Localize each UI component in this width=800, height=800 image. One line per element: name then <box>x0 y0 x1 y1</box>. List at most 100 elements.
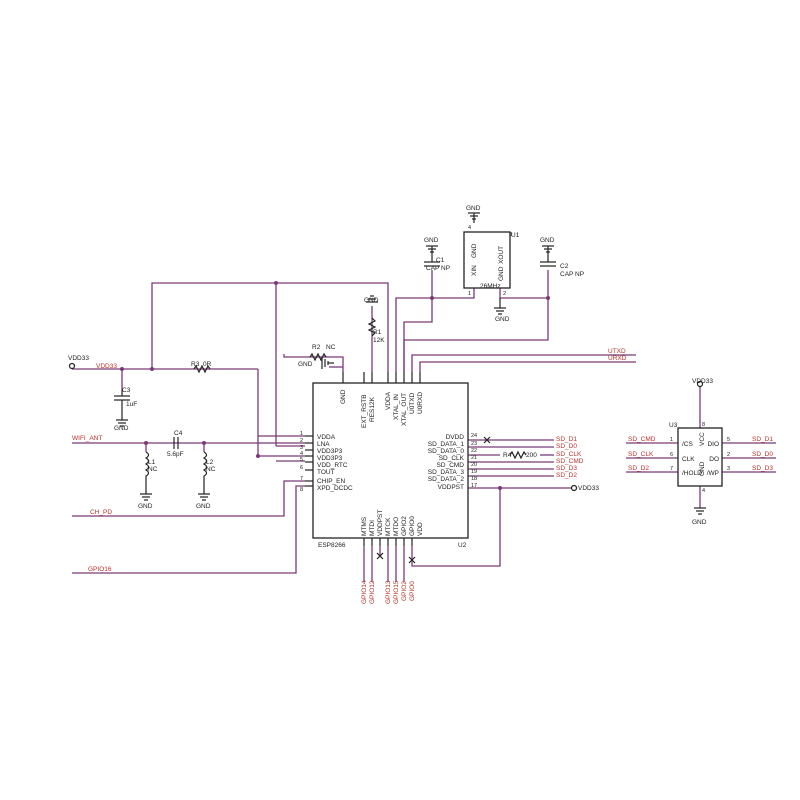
r3-ref: R3 <box>191 361 200 368</box>
r1-val: 12K <box>373 337 385 344</box>
component-labels: C1 CAP NP C2 CAP NP C3 1uF C4 5.6pF L1 N… <box>122 257 584 473</box>
u1-pin-xout: XOUT <box>498 246 505 264</box>
r4-val: 200 <box>526 452 537 459</box>
u3-pinnum-3: 3 <box>727 466 730 472</box>
net-sd-d3: SD_D3 <box>556 465 577 472</box>
capacitor-c1 <box>424 258 440 267</box>
vdd33-label-u3: VDD33 <box>692 378 713 385</box>
u2-pin-vdda-top: VDDA <box>385 391 392 410</box>
u2-pinnum-2: 2 <box>300 438 303 444</box>
capacitor-c3 <box>114 390 130 412</box>
u2-pin-sd-data-0: SD_DATA_0 <box>428 448 465 455</box>
u3-pinnum-5: 5 <box>727 437 730 443</box>
u1-pinnum-2: 2 <box>503 291 506 297</box>
c4-ref: C4 <box>174 430 183 437</box>
c1-ref: C1 <box>436 257 445 264</box>
net-sd-cmd: SD_CMD <box>556 458 584 465</box>
u2-pin-gpio2: GPIO2 <box>401 516 408 536</box>
u2-pin-vddpst-b: VDDPST <box>377 510 384 536</box>
u1-pin-gnd: GND <box>471 243 478 258</box>
net-sd-clk: SD_CLK <box>556 451 582 458</box>
u2-pinnum-20: 20 <box>471 462 477 468</box>
net-wifi-ant: WIFI_ANT <box>72 435 102 442</box>
c2-ref: C2 <box>560 263 569 270</box>
u2-pinnum-1: 1 <box>300 431 303 437</box>
wires <box>72 270 776 582</box>
net-gpio13: GPIO13 <box>385 580 392 604</box>
u2-pin-ext-rstb: EXT_RSTB <box>361 394 368 428</box>
u2-pin-vdd3p3-b: VDD3P3 <box>317 455 343 462</box>
r2-val: NC <box>326 344 336 351</box>
u2-pin-xpd-dcdc: XPD_DCDC <box>317 485 353 492</box>
net-utxd: UTXD <box>608 348 626 355</box>
u2-pin-lna: LNA <box>317 441 330 448</box>
u1-ref: U1 <box>511 232 520 239</box>
u2-pin-res12k: RES12K <box>369 396 376 422</box>
u2-pinnum-7: 7 <box>300 476 303 482</box>
r1-ref: R1 <box>373 329 382 336</box>
net-labels: WIFI_ANT CH_PD GPIO16 UTXD URXD SD_D1 SD… <box>72 348 773 604</box>
u2-pin-sd-data-3: SD_DATA_3 <box>428 469 465 476</box>
u2-pinnum-6: 6 <box>300 465 303 471</box>
u2-pinnum-4: 4 <box>300 451 303 457</box>
u2-pin-sd-data-1: SD_DATA_1 <box>428 441 465 448</box>
no-connect-marks <box>376 436 491 564</box>
u1-freq: 26MHz <box>480 283 501 290</box>
resistor-r1 <box>367 317 377 337</box>
flash-chip-u3 <box>677 427 723 487</box>
net-ch-pd: CH_PD <box>90 509 112 516</box>
gnd-label-r2: GND <box>298 361 313 368</box>
gnd-label-l2: GND <box>196 503 211 510</box>
u2-pin-gnd: GND <box>340 389 347 404</box>
u3-pin-wp: /WP <box>707 470 719 477</box>
u2-labels: ESP8266 U2 VDDA LNA VDD3P3 VDD3P3 VDD_RT… <box>300 389 477 549</box>
u1-pin-xin: XIN <box>471 265 478 276</box>
u3-pin-gnd: GND <box>699 461 706 476</box>
r4-ref: R4 <box>503 452 512 459</box>
u2-pinnum-5: 5 <box>300 457 303 463</box>
u2-pin-vddpst: VDDPST <box>438 484 464 491</box>
net-sd-d2: SD_D2 <box>556 472 577 479</box>
resistor-r2 <box>309 352 327 362</box>
u2-pinnum-18: 18 <box>471 476 477 482</box>
gnd-label-u3: GND <box>692 519 707 526</box>
u1-pinnum-1: 1 <box>468 291 471 297</box>
u2-pin-vdd-rtc: VDD_RTC <box>317 462 348 469</box>
u2-pin-u0rxd: U0RXD <box>417 392 424 414</box>
u2-pinnum-21: 21 <box>471 455 477 461</box>
net-gpio16: GPIO16 <box>88 566 112 573</box>
net-sd-d0: SD_D0 <box>556 443 577 450</box>
u1-labels: U1 26MHz XIN GND GND XOUT 1 2 3 4 <box>468 225 520 297</box>
u2-pinnum-3: 3 <box>300 445 303 451</box>
net-gpio14: GPIO14 <box>361 580 368 604</box>
u2-pin-mtdi: MTDI <box>369 520 376 536</box>
u2-pin-xtal-in: XTAL_IN <box>393 394 400 420</box>
crystal-u1 <box>463 231 511 289</box>
junction-dots <box>120 281 550 490</box>
l1-ref: L1 <box>148 459 156 466</box>
u3-pin-hold: /HOLD <box>682 470 702 477</box>
net-u3-sd-clk: SD_CLK <box>628 451 654 458</box>
u2-pin-sd-clk: SD_CLK <box>439 455 465 462</box>
u2-pin-chip-en: CHIP_EN <box>317 478 345 485</box>
u3-pinnum-1: 1 <box>670 437 673 443</box>
vdd33-net-label: VDD33 <box>96 363 117 370</box>
net-u3-sd-d2: SD_D2 <box>628 465 649 472</box>
gnd-label-r1: GND <box>364 297 379 304</box>
u3-pin-dio: DIO <box>707 441 719 448</box>
u2-pinnum-23: 23 <box>471 441 477 447</box>
u3-ref: U3 <box>669 422 678 429</box>
u1-pinnum-3: 3 <box>509 232 512 238</box>
u2-pin-dvdd: DVDD <box>446 434 465 441</box>
net-u3-sd-cmd: SD_CMD <box>628 436 656 443</box>
u2-pin-gpio0: GPIO0 <box>409 516 416 536</box>
l2-val: NC <box>206 466 216 473</box>
u2-pin-vdd: VDD <box>417 522 424 536</box>
u3-pin-cs: /CS <box>682 441 694 448</box>
inductor-l2 <box>202 451 208 486</box>
u2-name: ESP8266 <box>318 542 346 549</box>
net-gpio2: GPIO2 <box>401 581 408 601</box>
u3-pinnum-6: 6 <box>670 452 673 458</box>
capacitor-c2 <box>540 258 556 267</box>
u2-pin-mtms: MTMS <box>361 516 368 536</box>
